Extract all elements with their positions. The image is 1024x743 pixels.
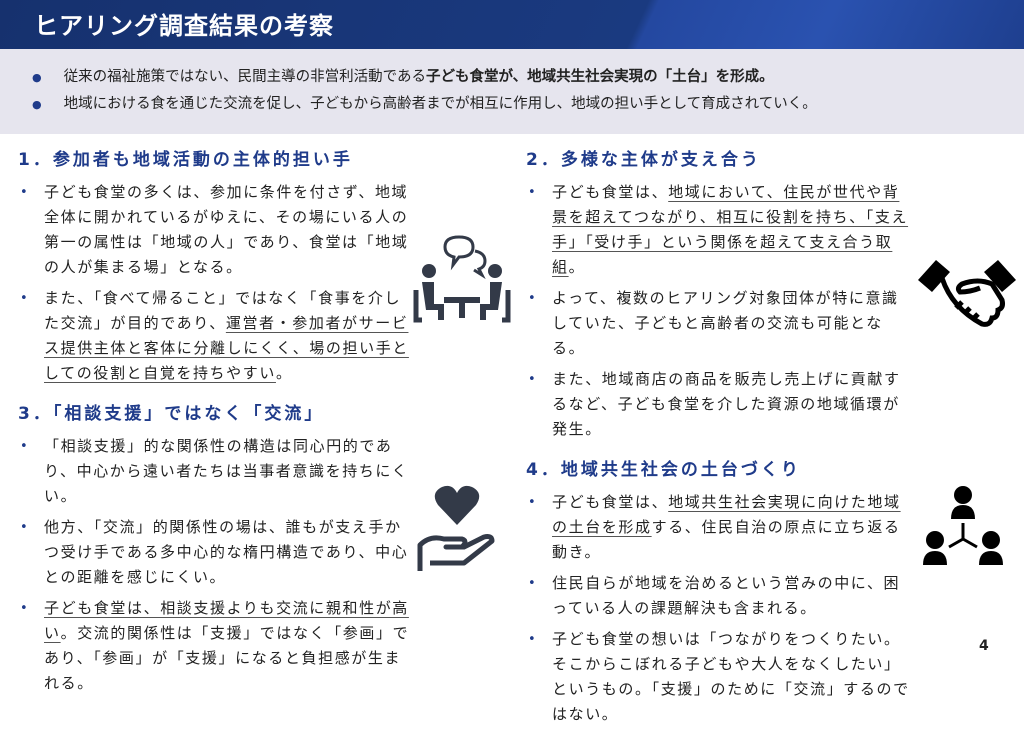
section-1-title: 1．参加者も地域活動の主体的担い手 (18, 150, 353, 170)
summary-item: ● 地域における食を通じた交流を促し、子どもから高齢者までが相互に作用し、地域の担… (32, 92, 817, 113)
slide-header: ヒアリング調査結果の考察 (0, 0, 1024, 49)
summary-item: ● 従来の福祉施策ではない、民間主導の非営利活動である子ども食堂が、地域共生社会実… (32, 65, 774, 86)
bullet-item: 子ども食堂の多くは、参加に条件を付さず、地域全体に開かれているがゆえに、その場に… (18, 180, 410, 280)
bullet-icon: ● (32, 98, 42, 111)
summary-emphasis: 子ども食堂が、地域共生社会実現の「土台」を形成。 (425, 69, 774, 85)
section-1-body: 子ども食堂の多くは、参加に条件を付さず、地域全体に開かれているがゆえに、その場に… (18, 180, 410, 392)
bullet-text: 子ども食堂は、 (552, 493, 669, 511)
bullet-item: 子ども食堂は、相談支援よりも交流に親和性が高い。交流的関係性は「支援」ではなく「… (18, 596, 410, 696)
network-people-icon (923, 486, 1003, 565)
bullet-item: また、地域商店の商品を販売し売上げに貢献するなど、子ども食堂を介した資源の地域循… (526, 367, 914, 442)
bullet-text: する、住民自治の原点に立ち返る動き。 (552, 518, 901, 561)
bullet-text: 住民自らが地域を治めるという営みの中に、困っている人の課題解決も含まれる。 (552, 574, 901, 617)
bullet-item: 子ども食堂の想いは「つながりをつくりたい。そこからこぼれる子どもや大人をなくした… (526, 627, 914, 727)
bullet-text: 。 (568, 258, 586, 276)
bullet-item: 住民自らが地域を治めるという営みの中に、困っている人の課題解決も含まれる。 (526, 571, 914, 621)
bullet-item: よって、複数のヒアリング対象団体が特に意識していた、子どもと高齢者の交流も可能と… (526, 286, 914, 361)
section-2-title: 2．多様な主体が支え合う (526, 150, 761, 170)
underlined-text: 地域共生社会実現に向けた地域の土台を形成 (552, 493, 901, 536)
slide-title: ヒアリング調査結果の考察 (34, 12, 334, 40)
section-3-title: 3．「相談支援」ではなく「交流」 (18, 404, 325, 424)
left-column: 1．参加者も地域活動の主体的担い手 子ども食堂の多くは、参加に条件を付さず、地域… (18, 148, 410, 712)
bullet-item: 他方、「交流」的関係性の場は、誰もが支え手かつ受け手である多中心的な楕円構造であ… (18, 515, 410, 590)
handshake-icon (918, 260, 1016, 327)
summary-text: 地域における食を通じた交流を促し、子どもから高齢者までが相互に作用し、地域の担い… (63, 96, 817, 112)
section-4-title: 4．地域共生社会の土台づくり (526, 460, 801, 480)
bullet-item: 「相談支援」的な関係性の構造は同心円的であり、中心から遠い者たちは当事者意識を持… (18, 434, 410, 509)
summary-band: ● 従来の福祉施策ではない、民間主導の非営利活動である子ども食堂が、地域共生社会実… (0, 49, 1024, 134)
section-3-body: 「相談支援」的な関係性の構造は同心円的であり、中心から遠い者たちは当事者意識を持… (18, 434, 410, 702)
bullet-text: 子ども食堂は、 (552, 183, 669, 201)
bullet-text: 「相談支援」的な関係性の構造は同心円的であり、中心から遠い者たちは当事者意識を持… (44, 437, 409, 505)
page-number: 4 (979, 638, 989, 654)
section-4-body: 子ども食堂は、地域共生社会実現に向けた地域の土台を形成する、住民自治の原点に立ち… (526, 490, 914, 733)
meeting-people-icon (413, 235, 511, 323)
summary-text: 従来の福祉施策ではない、民間主導の非営利活動である (63, 69, 426, 85)
bullet-item: 子ども食堂は、地域共生社会実現に向けた地域の土台を形成する、住民自治の原点に立ち… (526, 490, 914, 565)
bullet-text: 子ども食堂の想いは「つながりをつくりたい。そこからこぼれる子どもや大人をなくした… (552, 630, 910, 723)
underlined-text: 地域において、住民が世代や背景を超えてつながり、相互に役割を持ち、「支え手」「受… (552, 183, 909, 276)
bullet-text: 。交流的関係性は「支援」ではなく「参画」であり、「参画」が「支援」になると負担感… (44, 624, 410, 692)
bullet-item: また、「食べて帰ること」ではなく「食事を介した交流」が目的であり、運営者・参加者… (18, 286, 410, 386)
heart-hand-icon (417, 485, 495, 571)
bullet-text: また、地域商店の商品を販売し売上げに貢献するなど、子ども食堂を介した資源の地域循… (552, 370, 901, 438)
bullet-icon: ● (32, 71, 42, 84)
underlined-text: 子ども食堂は、相談支援よりも交流に親和性が高い (44, 599, 409, 642)
bullet-text: また、「食べて帰ること」ではなく「食事を介した交流」が目的であり、 (44, 289, 402, 332)
bullet-text: 。 (275, 364, 293, 382)
underlined-text: 運営者・参加者がサービス提供主体と客体に分離しにくく、場の担い手としての役割と自… (44, 314, 409, 382)
right-column: 2．多様な主体が支え合う 子ども食堂は、地域において、住民が世代や背景を超えてつ… (526, 148, 914, 743)
bullet-text: よって、複数のヒアリング対象団体が特に意識していた、子どもと高齢者の交流も可能と… (552, 289, 899, 357)
bullet-text: 子ども食堂の多くは、参加に条件を付さず、地域全体に開かれているがゆえに、その場に… (44, 183, 409, 276)
section-2-body: 子ども食堂は、地域において、住民が世代や背景を超えてつながり、相互に役割を持ち、… (526, 180, 914, 448)
bullet-text: 他方、「交流」的関係性の場は、誰もが支え手かつ受け手である多中心的な楕円構造であ… (44, 518, 409, 586)
bullet-item: 子ども食堂は、地域において、住民が世代や背景を超えてつながり、相互に役割を持ち、… (526, 180, 914, 280)
